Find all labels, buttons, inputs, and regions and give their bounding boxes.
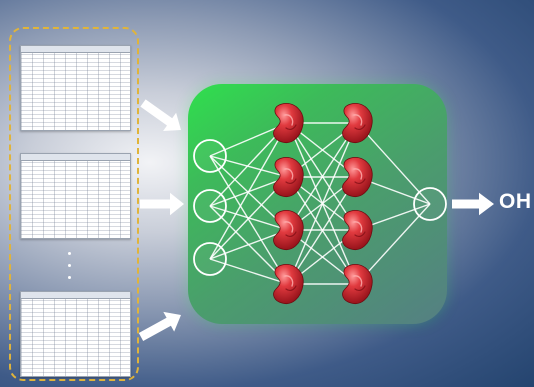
kidney-neuron-icon [273, 157, 304, 198]
kidney-body [342, 264, 373, 305]
spreadsheet-document-3 [20, 291, 131, 377]
connection-l0-2-2 [209, 229, 289, 260]
kidney-shade [354, 178, 366, 185]
connection-l0-0-1 [209, 155, 289, 178]
connection-l1-3-0 [287, 122, 358, 285]
output-node-1 [413, 187, 447, 221]
kidney-highlight [353, 114, 363, 126]
kidney-body [273, 210, 304, 251]
connection-l0-2-3 [209, 258, 289, 285]
connection-l2-3-0 [356, 203, 431, 285]
kidney-highlight [284, 114, 294, 126]
kidney-neuron-icon [273, 103, 304, 144]
output-label: OH [499, 190, 532, 213]
kidney-highlight [284, 221, 294, 233]
kidney-shade [354, 231, 366, 238]
connection-l1-3-1 [287, 176, 358, 285]
connection-l0-0-3 [209, 155, 289, 285]
kidney-shade [285, 124, 297, 131]
kidney-shade [354, 124, 366, 131]
kidney-neuron-icon [342, 157, 373, 198]
input-node-3 [193, 242, 227, 276]
kidney-neuron-icon [342, 264, 373, 305]
output-arrow [452, 192, 494, 216]
kidney-shade [354, 285, 366, 292]
input-documents-group [9, 27, 139, 381]
kidney-body [342, 210, 373, 251]
kidney-neuron-icon [342, 210, 373, 251]
input-arrow-middle [140, 192, 184, 216]
kidney-highlight [284, 168, 294, 180]
ellipsis-dots [66, 252, 72, 292]
kidney-neuron-icon [273, 264, 304, 305]
input-node-1 [193, 139, 227, 173]
connection-l1-2-0 [287, 122, 358, 231]
kidney-shade [285, 231, 297, 238]
kidney-neuron-icon [273, 210, 304, 251]
kidney-body [342, 157, 373, 198]
kidney-shade [285, 285, 297, 292]
kidney-highlight [353, 221, 363, 233]
input-arrow-bottom [138, 311, 181, 341]
kidney-highlight [353, 275, 363, 287]
spreadsheet-document-2 [20, 153, 131, 239]
kidney-highlight [284, 275, 294, 287]
spreadsheet-document-1 [20, 45, 131, 131]
connection-l0-2-0 [209, 122, 289, 260]
kidney-body [342, 103, 373, 144]
kidney-body [273, 103, 304, 144]
input-arrow-top [140, 99, 181, 132]
connection-l2-0-0 [356, 122, 431, 205]
kidney-highlight [353, 168, 363, 180]
kidney-body [273, 264, 304, 305]
kidney-shade [285, 178, 297, 185]
kidney-neuron-icon [342, 103, 373, 144]
input-node-2 [193, 189, 227, 223]
kidney-body [273, 157, 304, 198]
